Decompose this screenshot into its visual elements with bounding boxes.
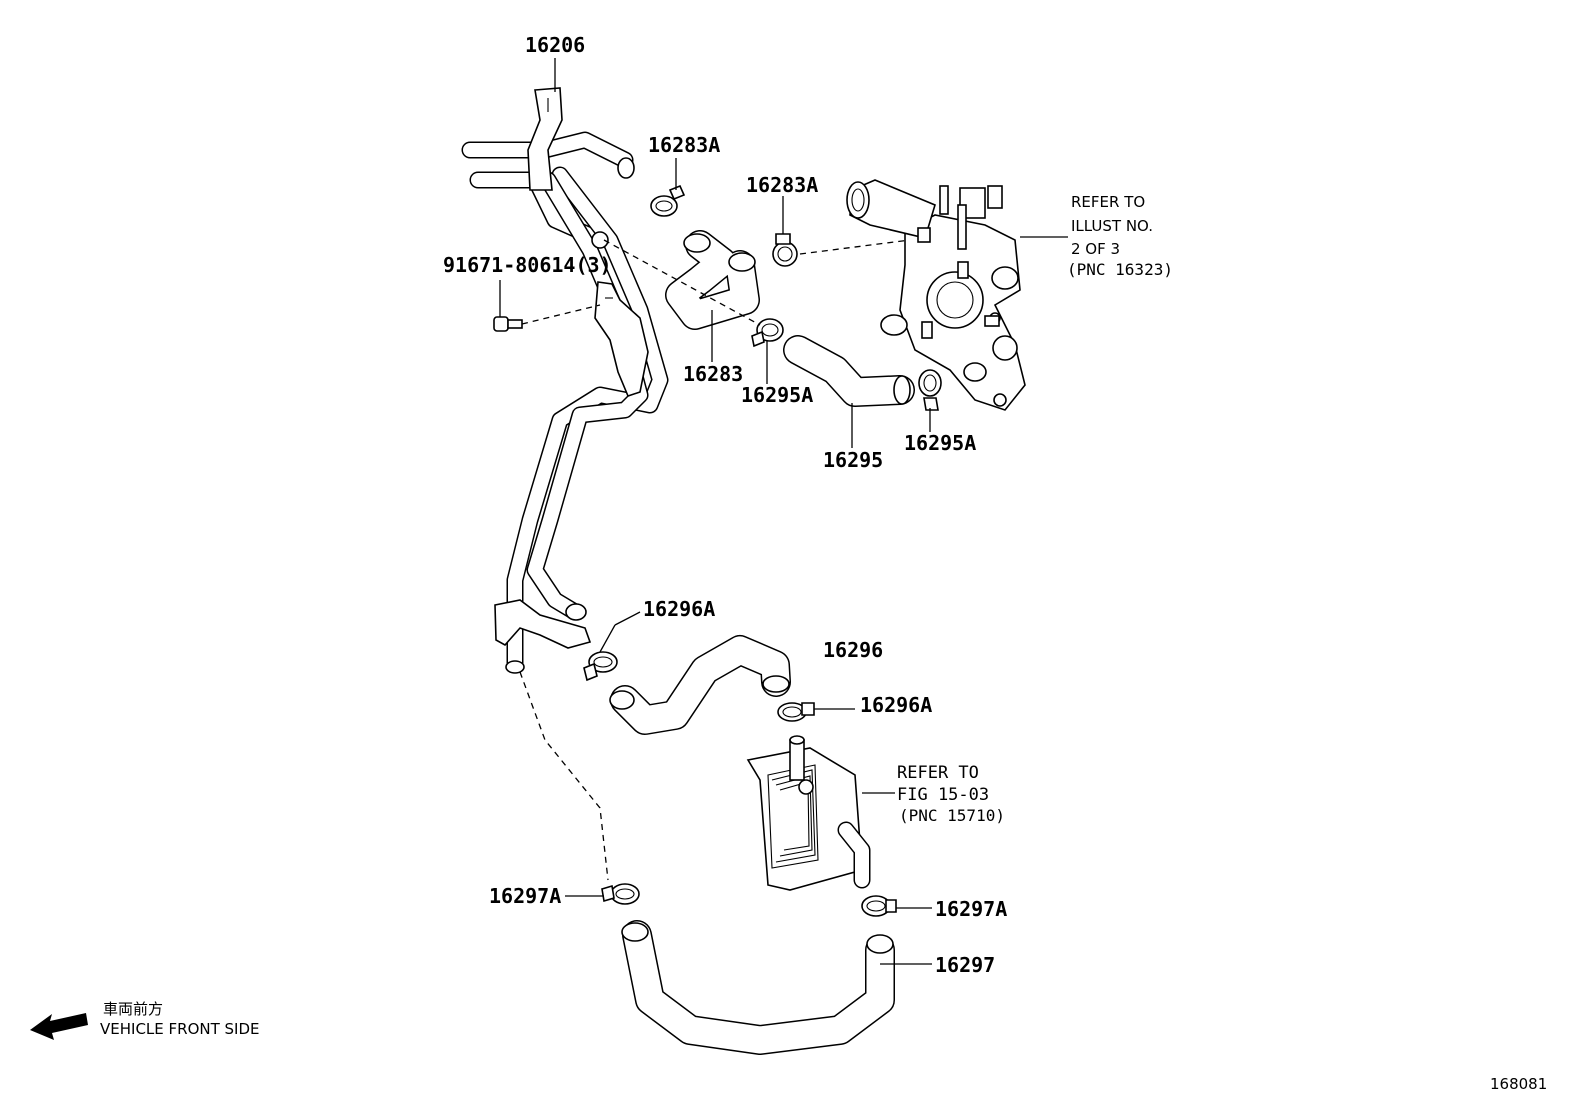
refer-top-line-2: ILLUST NO. <box>1071 217 1153 235</box>
label-16295: 16295 <box>823 448 883 472</box>
label-16296A-a: 16296A <box>643 597 715 621</box>
label-16283: 16283 <box>683 362 743 386</box>
direction-en: VEHICLE FRONT SIDE <box>100 1020 260 1038</box>
clamp-16297A-a <box>565 883 640 905</box>
refer-mid-line-3: (PNC 15710) <box>899 806 1005 825</box>
label-16295A-b: 16295A <box>904 431 976 455</box>
clamp-16295A-a <box>603 239 784 348</box>
hose-16283 <box>665 230 760 330</box>
refer-note-cooler: REFER TO FIG 15-03 (PNC 15710) <box>897 763 1005 825</box>
label-16206: 16206 <box>525 33 585 57</box>
hose-16297 <box>621 920 895 1055</box>
refer-top-line-3: 2 OF 3 <box>1071 240 1120 258</box>
hose-16295 <box>783 335 915 407</box>
water-pipe-16206 <box>461 87 669 674</box>
refer-mid-line-2: FIG 15-03 <box>897 785 989 805</box>
label-91671: 91671-80614(3) <box>443 253 612 277</box>
refer-mid-line-1: REFER TO <box>897 763 979 783</box>
clamp-16297A-b <box>861 895 932 917</box>
hose-16296 <box>609 635 791 735</box>
refer-note-housing: REFER TO ILLUST NO. 2 OF 3 (PNC 16323) <box>1067 193 1173 279</box>
label-16297A-a: 16297A <box>489 884 561 908</box>
figure-number: 168081 <box>1490 1075 1547 1093</box>
clamp-16295A-b <box>918 369 942 411</box>
vehicle-front-indicator: 車両前方 VEHICLE FRONT SIDE <box>30 1000 260 1040</box>
front-arrow-icon <box>30 1013 88 1040</box>
label-16297A-b: 16297A <box>935 897 1007 921</box>
clamp-16296A-a <box>583 611 641 682</box>
clamp-16283A-b <box>772 233 911 267</box>
clamp-16296A-b <box>777 702 855 722</box>
bolt-91671 <box>493 304 601 332</box>
direction-jp: 車両前方 <box>103 1000 163 1018</box>
oil-cooler <box>746 735 895 891</box>
clamp-16283A-a <box>650 184 686 217</box>
refer-top-line-1: REFER TO <box>1071 193 1145 211</box>
label-16283A-a: 16283A <box>648 133 720 157</box>
label-16295A-a: 16295A <box>741 383 813 407</box>
refer-top-line-4: (PNC 16323) <box>1067 260 1173 279</box>
label-16296A-b: 16296A <box>860 693 932 717</box>
water-inlet-housing <box>846 179 1068 411</box>
label-16297: 16297 <box>935 953 995 977</box>
label-16296: 16296 <box>823 638 883 662</box>
label-16283A-b: 16283A <box>746 173 818 197</box>
